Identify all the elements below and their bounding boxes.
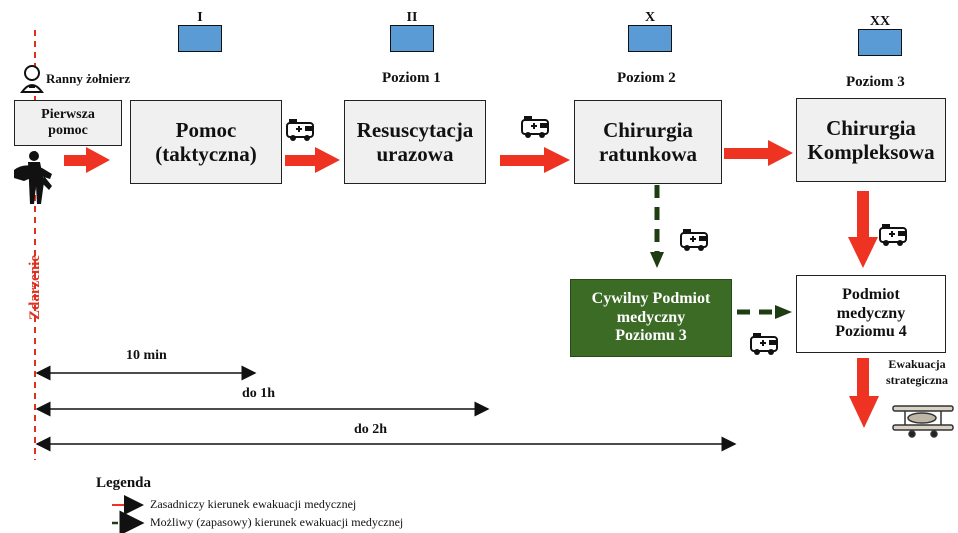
primary-arrow-down-2 bbox=[849, 358, 879, 428]
level4-box: Podmiot medyczny Poziomu 4 bbox=[796, 275, 946, 353]
unit-flag-3 bbox=[628, 25, 672, 52]
soldier-icon bbox=[20, 65, 44, 93]
complex-surgery-box: Chirurgia Kompleksowa bbox=[796, 98, 946, 182]
rescue-surgery-box: Chirurgia ratunkowa bbox=[574, 100, 722, 184]
unit-flag-4 bbox=[858, 29, 902, 56]
legend-primary-label: Zasadniczy kierunek ewakuacji medycznej bbox=[150, 497, 357, 511]
soldier-label: Ranny żołnierz bbox=[46, 71, 131, 86]
flag-mark-1: I bbox=[197, 10, 203, 25]
wounded-carry-icon bbox=[14, 151, 52, 204]
alternate-arrow-down-head bbox=[650, 252, 664, 268]
unit-flag-2 bbox=[390, 25, 434, 52]
resuscitation-box: Resuscytacja urazowa bbox=[344, 100, 486, 184]
timeline-10min-label: 10 min bbox=[126, 348, 167, 363]
primary-arrow-2 bbox=[285, 147, 340, 173]
strategic-evac-label: Ewakuacja strategiczna bbox=[886, 357, 948, 388]
level-3-label: Poziom 3 bbox=[846, 74, 905, 90]
timeline-2h-label: do 2h bbox=[354, 422, 388, 437]
level-1-label: Poziom 1 bbox=[382, 70, 441, 86]
unit-flag-1 bbox=[178, 25, 222, 52]
ambulance-icon bbox=[521, 115, 549, 139]
flag-mark-3: X bbox=[644, 10, 656, 25]
flag-mark-4: XX bbox=[869, 14, 891, 29]
first-aid-box: Pierwsza pomoc bbox=[14, 100, 122, 146]
civil-level3-box: Cywilny Podmiot medyczny Poziomu 3 bbox=[570, 279, 732, 357]
level-2-label: Poziom 2 bbox=[617, 70, 676, 86]
biplane-icon bbox=[892, 405, 954, 438]
flag-mark-2: II bbox=[406, 10, 418, 25]
ambulance-icon bbox=[680, 228, 708, 252]
ambulance-icon bbox=[750, 332, 778, 356]
primary-arrow-4 bbox=[724, 140, 793, 166]
legend-alternate-label: Możliwy (zapasowy) kierunek ewakuacji me… bbox=[150, 515, 404, 529]
primary-arrow-3 bbox=[500, 147, 570, 173]
primary-arrow-down-1 bbox=[848, 191, 878, 268]
event-label: Zdarzenie bbox=[27, 255, 43, 320]
alternate-arrow-right-head bbox=[775, 305, 792, 319]
tactical-aid-box: Pomoc (taktyczna) bbox=[130, 100, 282, 184]
timeline-1h-label: do 1h bbox=[242, 386, 276, 401]
ambulance-icon bbox=[879, 223, 907, 247]
ambulance-icon bbox=[286, 118, 314, 142]
primary-arrow-1 bbox=[64, 147, 110, 173]
legend-title: Legenda bbox=[96, 475, 152, 491]
